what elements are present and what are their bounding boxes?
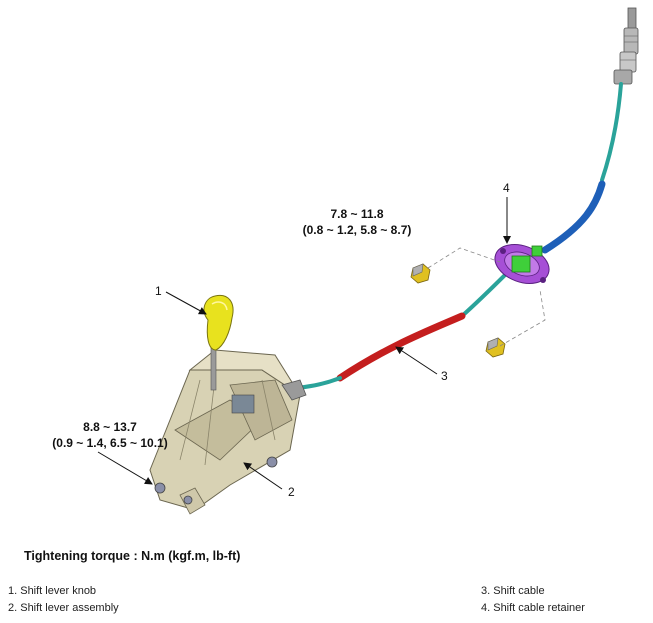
legend-item: 1. Shift lever knob	[8, 585, 97, 597]
cable-segment-upper-teal	[600, 82, 623, 182]
legend-item: 2. Shift lever assembly	[8, 602, 119, 614]
torque-heading: Tightening torque : N.m (kgf.m, lb-ft)	[24, 549, 241, 563]
callout-number-3: 3	[441, 369, 448, 383]
legend-item: 3. Shift cable	[481, 585, 545, 597]
retainer-nut-lower	[485, 337, 506, 358]
legend-left: 1. Shift lever knob 2. Shift lever assem…	[8, 583, 119, 617]
nut-leader-lines	[427, 247, 546, 347]
callout-arrow-3	[395, 346, 438, 375]
torque-spec-retainer-nuts: 7.8 ~ 11.8 (0.8 ~ 1.2, 5.8 ~ 8.7)	[272, 206, 442, 238]
callout-number-2: 2	[288, 485, 295, 499]
legend-right: 3. Shift cable 4. Shift cable retainer	[481, 583, 585, 617]
shift-lever-knob	[203, 294, 234, 351]
shift-lever-diagram: 1 2 3 4	[97, 7, 639, 515]
cable-segment-red	[336, 312, 466, 382]
shift-lever-housing	[149, 349, 307, 515]
cable-end-fitting	[613, 7, 639, 85]
callout-arrow-2	[243, 462, 283, 490]
retainer-nut-upper	[410, 263, 431, 284]
cable-segment-lower-teal	[296, 376, 342, 390]
torque-spec-line: (0.8 ~ 1.2, 5.8 ~ 8.7)	[302, 223, 412, 237]
callout-arrow-1	[165, 291, 207, 315]
torque-arrow-lever	[97, 451, 153, 485]
callout-number-4: 4	[503, 181, 510, 195]
torque-spec-line: 7.8 ~ 11.8	[330, 207, 384, 221]
cable-segment-blue	[541, 180, 606, 254]
legend-item: 4. Shift cable retainer	[481, 602, 585, 614]
torque-spec-lever-bolts: 8.8 ~ 13.7 (0.9 ~ 1.4, 6.5 ~ 10.1)	[20, 419, 200, 451]
shift-cable-retainer	[494, 244, 550, 284]
callout-number-1: 1	[155, 284, 162, 298]
torque-spec-line: 8.8 ~ 13.7	[83, 420, 137, 434]
torque-spec-line: (0.9 ~ 1.4, 6.5 ~ 10.1)	[52, 436, 168, 450]
mounting-bolts	[154, 456, 278, 505]
